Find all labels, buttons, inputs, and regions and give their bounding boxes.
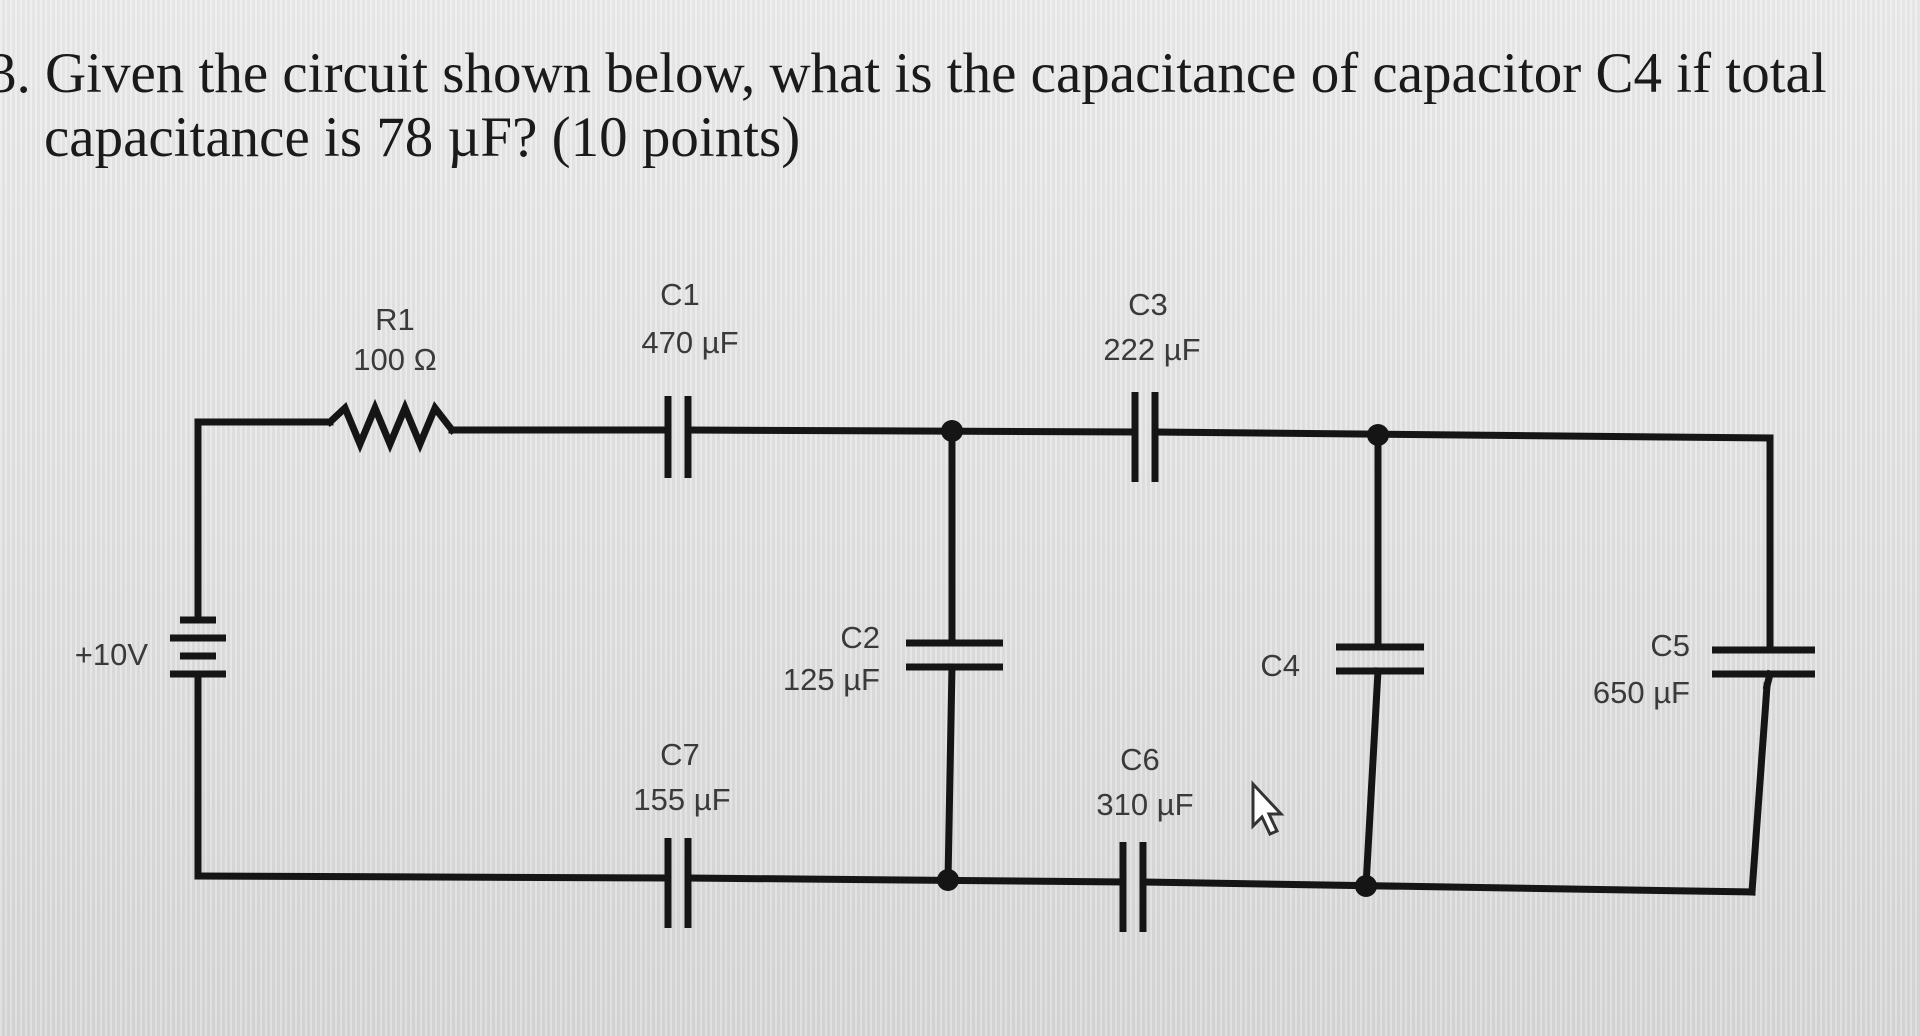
capacitor-c3-symbol	[1131, 392, 1159, 482]
capacitor-c2-symbol	[906, 639, 1003, 671]
wire-c1-to-c3	[684, 426, 1139, 436]
mouse-pointer-icon	[1251, 780, 1285, 836]
capacitor-c4-symbol	[1336, 643, 1424, 675]
label-c1-name: C1	[660, 277, 700, 312]
battery-symbol	[170, 586, 226, 714]
capacitor-c7-symbol	[664, 838, 692, 928]
capacitor-c5-symbol	[1712, 646, 1815, 691]
wire-c7-to-c6	[684, 874, 1127, 886]
label-c5-name: C5	[1650, 628, 1690, 663]
label-c7-name: C7	[660, 737, 700, 772]
wire-right-lower	[1748, 682, 1771, 896]
wire-bottom-left	[194, 872, 672, 882]
junction-node-top-c4	[1367, 424, 1389, 446]
question-text: 3. Given the circuit shown below, what i…	[0, 42, 1880, 171]
question-line-1-text: Given the circuit shown below, what is t…	[45, 42, 1827, 105]
label-r1-name: R1	[375, 302, 415, 337]
label-source: +10V	[75, 637, 149, 672]
label-c4-name: C4	[1260, 648, 1300, 683]
question-number: 3.	[0, 42, 31, 105]
label-c3-name: C3	[1128, 287, 1168, 322]
junction-node-bottom-c4	[1355, 875, 1377, 897]
junction-node-bottom-c2	[937, 869, 959, 891]
label-c2-name: C2	[840, 620, 880, 655]
label-c6-value: 310 µF	[1096, 787, 1193, 822]
capacitor-c1-symbol	[664, 396, 692, 478]
junction-node-top-c2	[941, 420, 963, 442]
label-c3-value: 222 µF	[1103, 332, 1200, 367]
label-c2-value: 125 µF	[783, 662, 880, 697]
wire-c6-to-right	[1139, 878, 1756, 896]
resistor-r1-symbol	[325, 398, 457, 454]
capacitor-c6-symbol	[1119, 842, 1147, 932]
wire-c3-to-right	[1151, 428, 1774, 442]
label-c7-value: 155 µF	[633, 782, 730, 817]
wire-c4-lower	[1362, 667, 1382, 890]
question-line-1: 3. Given the circuit shown below, what i…	[0, 42, 1880, 106]
label-r1-value: 100 Ω	[353, 342, 437, 377]
label-c6-name: C6	[1120, 742, 1160, 777]
label-c1-value: 470 µF	[641, 325, 738, 360]
question-line-2: capacitance is 78 µF? (10 points)	[44, 106, 801, 170]
label-c5-value: 650 µF	[1593, 675, 1690, 710]
wire-c2-lower	[944, 663, 956, 884]
